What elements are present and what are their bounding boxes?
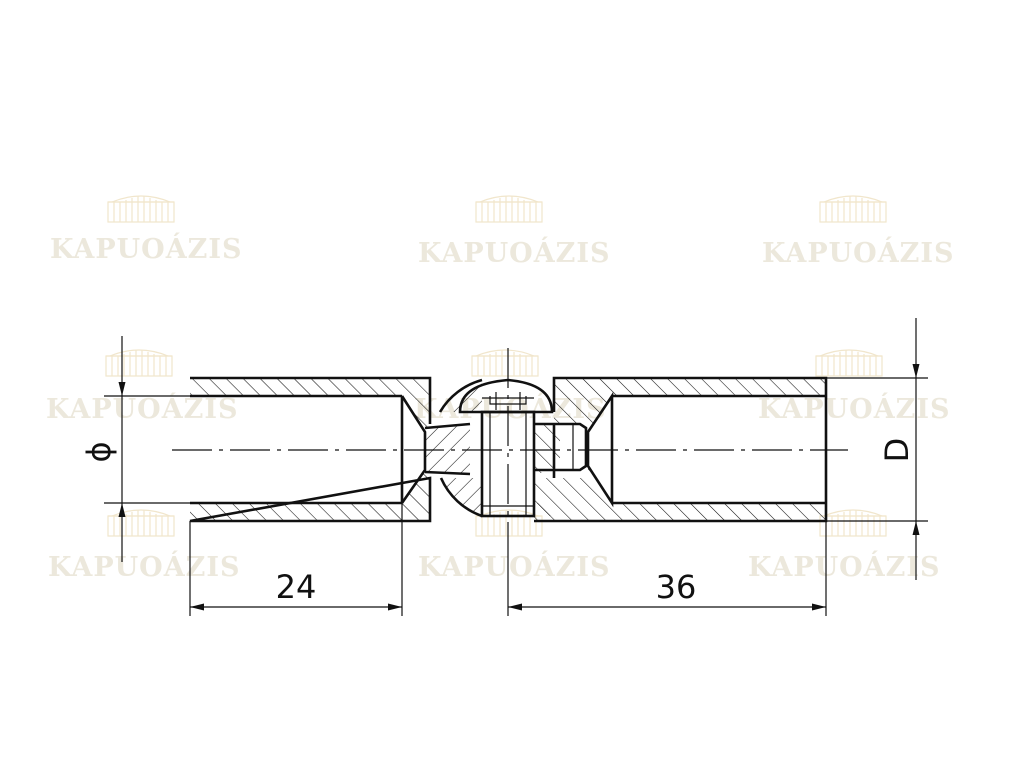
watermark-text: KAPUOÁZIS — [748, 550, 940, 583]
right-link-body — [534, 424, 560, 474]
left-neck — [425, 424, 470, 474]
d-label: D — [878, 438, 916, 463]
right-sleeve-cone-bottom — [554, 466, 612, 503]
left-sleeve-bottom-wall — [190, 503, 430, 521]
right-sleeve-top-wall — [554, 378, 826, 396]
watermark-text: KAPUOÁZIS — [758, 392, 950, 425]
watermark-text: KAPUOÁZIS — [46, 392, 238, 425]
left-ball-stud — [424, 378, 483, 518]
left-ball-lower — [441, 478, 482, 516]
diameter-dimension: ϕ — [80, 336, 190, 562]
watermark-text: KAPUOÁZIS — [418, 236, 610, 269]
length-dimension-right: 36 — [507, 521, 827, 616]
d-dimension: D — [826, 318, 928, 580]
length-label-36: 36 — [656, 568, 697, 606]
left-sleeve — [189, 376, 432, 523]
length-label-24: 24 — [276, 568, 317, 606]
right-sleeve-cone-top — [554, 396, 612, 432]
left-sleeve-top-wall — [190, 378, 430, 396]
watermark-text: KAPUOÁZIS — [50, 232, 242, 265]
watermark-text: KAPUOÁZIS — [418, 550, 610, 583]
left-ball — [440, 380, 482, 412]
length-dimension-left: 24 — [189, 503, 403, 616]
right-sleeve-bottom-wall — [534, 503, 826, 521]
diameter-symbol: ϕ — [80, 441, 118, 462]
watermark-text: KAPUOÁZIS — [48, 550, 240, 583]
watermark-text: KAPUOÁZIS — [762, 236, 954, 269]
